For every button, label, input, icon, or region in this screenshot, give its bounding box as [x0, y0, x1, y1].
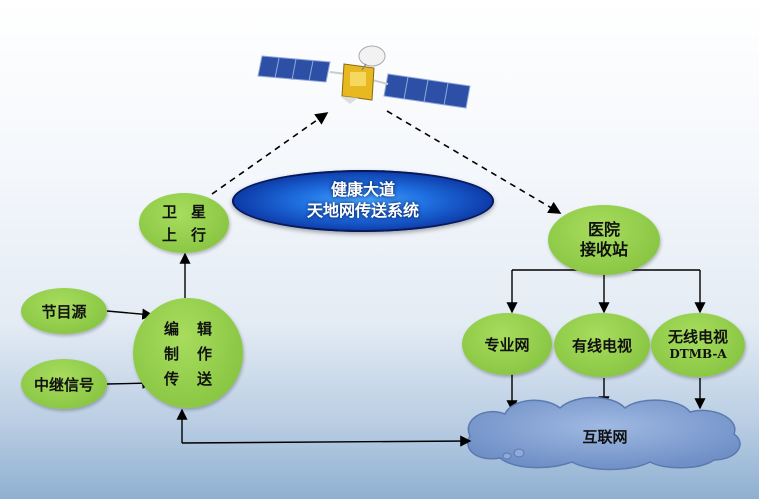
- internet-cloud: [467, 396, 741, 471]
- program-source-arrow: [106, 308, 154, 320]
- uplink-char-2: 星: [191, 203, 207, 221]
- banner-line-2: 天地网传送系统: [306, 201, 419, 220]
- uplink-char-3: 上: [161, 226, 177, 244]
- cable-tv-label: 有线电视: [571, 336, 632, 355]
- satellite-uplink-node: 卫 星 上 行: [139, 193, 229, 253]
- hospital-label-line-2: 接收站: [579, 240, 628, 259]
- editing-transmission-node: 编 辑 制 作 传 送: [133, 298, 243, 408]
- relay-signal-node: 中继信号: [21, 359, 107, 409]
- hospital-receiving-station-node: 医院 接收站: [548, 205, 660, 275]
- editing-char-6: 送: [197, 369, 213, 388]
- editing-char-5: 传: [163, 369, 179, 388]
- uplink-char-1: 卫: [161, 203, 177, 221]
- program-source-label: 节目源: [41, 302, 87, 321]
- editing-char-3: 制: [163, 344, 179, 363]
- program-source-node: 节目源: [21, 288, 107, 334]
- relay-signal-label: 中继信号: [33, 375, 94, 394]
- private-network-label: 专业网: [484, 335, 530, 354]
- uplink-char-4: 行: [191, 226, 207, 244]
- internet-label: 互联网: [582, 428, 628, 446]
- cable-tv-node: 有线电视: [554, 313, 650, 377]
- uplink-dashed-arrow: [211, 112, 329, 195]
- editing-char-4: 作: [197, 344, 213, 363]
- downlink-dashed-arrow: [386, 110, 562, 214]
- private-network-node: 专业网: [462, 313, 552, 375]
- editing-char-1: 编: [163, 319, 179, 338]
- editing-char-2: 辑: [197, 319, 213, 338]
- system-title-banner: 健康大道 天地网传送系统: [232, 170, 494, 232]
- banner-line-1: 健康大道: [330, 180, 395, 200]
- wireless-tv-label-line-1: 无线电视: [667, 328, 728, 347]
- hospital-label-line-1: 医院: [587, 220, 620, 239]
- satellite-icon: [257, 45, 471, 109]
- wireless-tv-node: 无线电视 DTMB-A: [651, 313, 745, 377]
- edit-to-internet-arrow: [181, 435, 472, 447]
- wireless-tv-label-line-2: DTMB-A: [669, 346, 727, 361]
